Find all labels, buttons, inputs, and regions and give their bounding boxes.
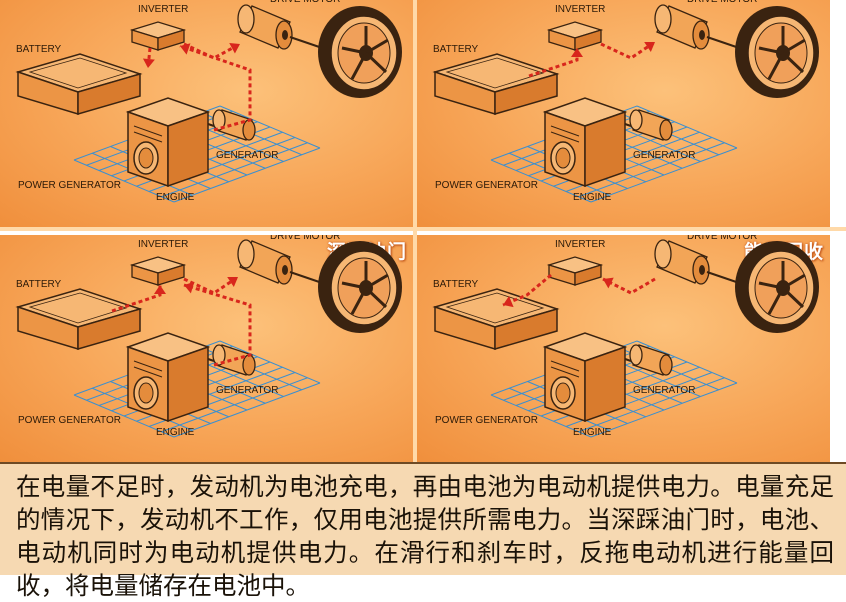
- flow-arrow-head: [571, 48, 583, 57]
- flow-arrow-head: [227, 277, 238, 287]
- engine-icon: [125, 97, 211, 188]
- flow-arrow: [183, 283, 252, 367]
- grid-line: [578, 142, 725, 198]
- generator-icon: [207, 109, 256, 141]
- grid-line: [161, 377, 308, 433]
- label-inverter: INVERTER: [138, 4, 188, 15]
- caption-box: 在电量不足时，发动机为电池充电，再由电池为电动机提供电力。电量充足的情况下，发动…: [0, 462, 846, 600]
- label-battery: BATTERY: [16, 279, 62, 290]
- grid-line: [636, 340, 738, 384]
- battery-icon: [15, 53, 143, 116]
- label-generator: GENERATOR: [216, 385, 278, 396]
- label-battery: BATTERY: [433, 279, 479, 290]
- grid-line: [636, 105, 738, 149]
- flow-arrow-head: [184, 281, 195, 294]
- flow-arrow-head: [503, 296, 514, 308]
- inverter-icon: [129, 21, 187, 51]
- diagram-panel-charge: INVERTER BATTERY DRIVE MOTOR GENERATOR P…: [0, 0, 413, 227]
- flow-arrow: [602, 277, 656, 295]
- label-power-generator: POWER GENERATOR: [435, 415, 538, 426]
- flow-arrow-head: [229, 42, 240, 54]
- caption-text: 在电量不足时，发动机为电池充电，再由电池为电动机提供电力。电量充足的情况下，发动…: [16, 472, 834, 600]
- flow-arrow-head: [644, 42, 655, 52]
- label-power-generator: POWER GENERATOR: [18, 180, 121, 191]
- flow-arrow: [600, 40, 656, 60]
- label-power-generator: POWER GENERATOR: [435, 180, 538, 191]
- label-engine: ENGINE: [573, 427, 612, 438]
- label-generator: GENERATOR: [216, 150, 278, 161]
- label-engine: ENGINE: [156, 427, 195, 438]
- grid-line: [173, 382, 321, 438]
- hybrid-system-diagram: INVERTER BATTERY DRIVE MOTOR GENERATOR P…: [15, 0, 402, 203]
- label-power-generator: POWER GENERATOR: [18, 415, 121, 426]
- battery-icon: [15, 288, 143, 351]
- inverter-icon: [129, 256, 187, 286]
- grid-line: [161, 142, 308, 198]
- label-drive-motor: DRIVE MOTOR: [270, 0, 340, 5]
- wheel-icon: [735, 241, 819, 333]
- hybrid-system-diagram: INVERTER BATTERY DRIVE MOTOR GENERATOR P…: [432, 0, 819, 203]
- hybrid-system-diagram: INVERTER BATTERY DRIVE MOTOR GENERATOR P…: [15, 235, 402, 438]
- flow-arrow-head: [154, 285, 166, 294]
- grid-line: [578, 377, 725, 433]
- grid-line: [219, 105, 321, 149]
- drive-motor-icon: [237, 4, 335, 53]
- grid-line: [219, 340, 321, 384]
- wheel-icon: [318, 241, 402, 333]
- label-engine: ENGINE: [573, 192, 612, 203]
- inverter-icon: [546, 21, 604, 51]
- panel-divider-horizontal: [0, 227, 846, 231]
- label-engine: ENGINE: [156, 192, 195, 203]
- label-inverter: INVERTER: [555, 239, 605, 250]
- drive-motor-icon: [237, 239, 335, 288]
- inverter-icon: [546, 256, 604, 286]
- generator-icon: [207, 344, 256, 376]
- label-battery: BATTERY: [16, 44, 62, 55]
- label-battery: BATTERY: [433, 44, 479, 55]
- panel-divider-vertical: [413, 0, 417, 462]
- label-inverter: INVERTER: [555, 4, 605, 15]
- flow-arrow-head: [180, 43, 191, 55]
- grid-line: [590, 382, 738, 438]
- wheel-icon: [318, 6, 402, 98]
- wheel-icon: [735, 6, 819, 98]
- engine-icon: [542, 332, 628, 423]
- label-inverter: INVERTER: [138, 239, 188, 250]
- battery-icon: [432, 53, 560, 116]
- flow-arrow: [183, 42, 241, 60]
- battery-icon: [432, 288, 560, 351]
- diagram-panel-battery-only: INVERTER BATTERY DRIVE MOTOR GENERATOR P…: [417, 0, 830, 227]
- flow-arrow-head: [603, 277, 614, 289]
- generator-icon: [624, 344, 673, 376]
- diagram-panel-full-throttle: 深踩油门: [0, 235, 413, 462]
- grid-line: [590, 147, 738, 203]
- label-generator: GENERATOR: [633, 385, 695, 396]
- flow-arrow-head: [142, 58, 155, 68]
- engine-icon: [542, 97, 628, 188]
- label-drive-motor: DRIVE MOTOR: [270, 235, 340, 242]
- engine-icon: [125, 332, 211, 423]
- flow-arrow: [183, 275, 239, 295]
- flow-arrow: [502, 273, 552, 307]
- diagram-panel-regeneration: 能量回收: [417, 235, 830, 462]
- label-drive-motor: DRIVE MOTOR: [687, 235, 757, 242]
- hybrid-system-diagram: INVERTER BATTERY DRIVE MOTOR GENERATOR P…: [432, 235, 819, 438]
- label-generator: GENERATOR: [633, 150, 695, 161]
- label-drive-motor: DRIVE MOTOR: [687, 0, 757, 5]
- generator-icon: [624, 109, 673, 141]
- grid-line: [173, 147, 321, 203]
- drive-motor-icon: [654, 239, 752, 288]
